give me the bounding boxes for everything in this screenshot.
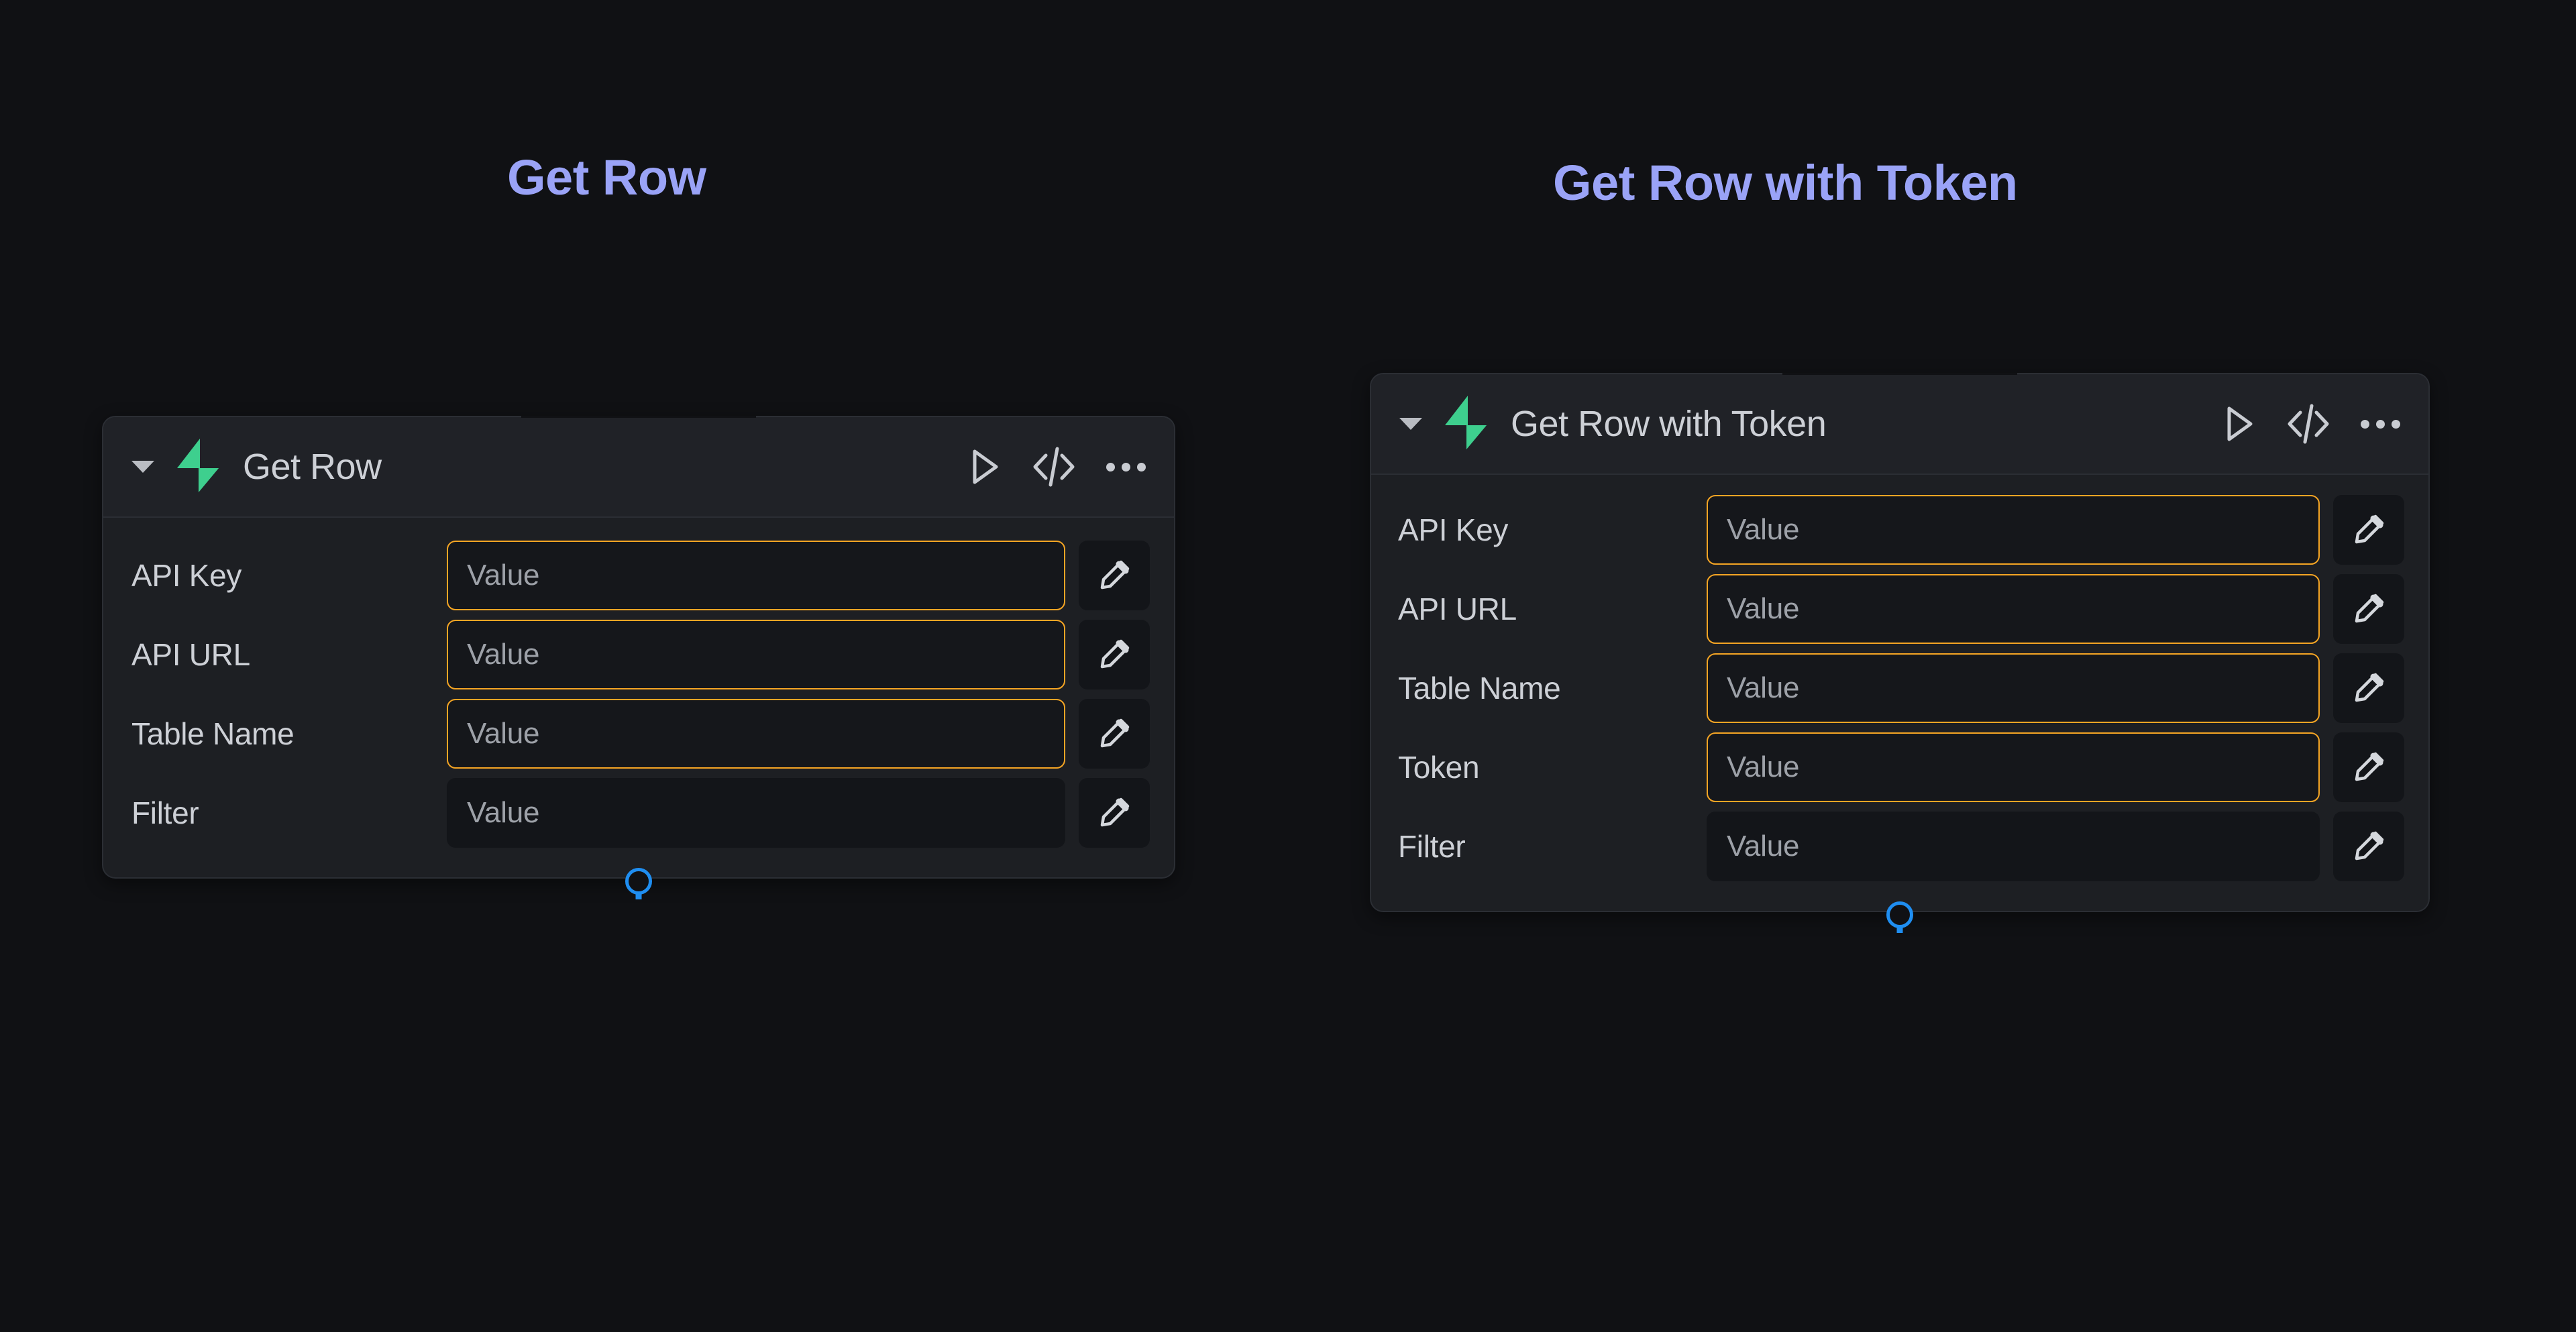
pencil-icon[interactable]: [1079, 778, 1150, 848]
pencil-icon[interactable]: [2333, 732, 2404, 802]
field-row-filter: Filter Value: [131, 778, 1150, 848]
field-placeholder: Value: [1727, 751, 1800, 783]
connection-handle-output[interactable]: [625, 868, 652, 895]
node-header-actions: [2225, 403, 2400, 445]
ellipsis-icon[interactable]: [2361, 419, 2400, 429]
field-row-api-key: API Key Value: [131, 541, 1150, 610]
page-title-right: Get Row with Token: [1553, 155, 2018, 211]
node-card-get-row-with-token[interactable]: Get Row with Token: [1370, 373, 2430, 928]
pencil-icon[interactable]: [1079, 541, 1150, 610]
field-placeholder: Value: [1727, 513, 1800, 546]
field-label: Token: [1398, 750, 1480, 785]
node-fields: API Key Value API URL Value: [1371, 475, 2428, 911]
ellipsis-icon[interactable]: [1106, 462, 1146, 471]
play-icon[interactable]: [2225, 406, 2255, 442]
field-placeholder: Value: [467, 559, 540, 592]
field-row-api-key: API Key Value: [1398, 495, 2404, 565]
page-title-left: Get Row: [507, 150, 706, 205]
node-fields: API Key Value API URL Value: [103, 518, 1174, 877]
field-input-api-key[interactable]: Value: [447, 541, 1065, 610]
field-placeholder: Value: [467, 796, 540, 829]
field-row-table-name: Table Name Value: [1398, 653, 2404, 723]
field-label: API URL: [1398, 592, 1517, 626]
lightning-bolt-icon: [174, 437, 220, 497]
pencil-icon[interactable]: [2333, 653, 2404, 723]
node-card-get-row[interactable]: Get Row: [102, 416, 1175, 895]
code-brackets-icon[interactable]: [2286, 403, 2330, 445]
field-label: Filter: [1398, 829, 1466, 864]
field-row-filter: Filter Value: [1398, 812, 2404, 881]
caret-down-icon[interactable]: [1399, 418, 1422, 430]
node-title: Get Row with Token: [1511, 404, 1827, 444]
field-placeholder: Value: [467, 638, 540, 671]
node-header[interactable]: Get Row with Token: [1371, 374, 2428, 475]
pencil-icon[interactable]: [2333, 495, 2404, 565]
field-input-api-key[interactable]: Value: [1707, 495, 2320, 565]
field-placeholder: Value: [1727, 830, 1800, 863]
field-placeholder: Value: [1727, 671, 1800, 704]
field-row-token: Token Value: [1398, 732, 2404, 802]
field-input-table-name[interactable]: Value: [1707, 653, 2320, 723]
field-input-filter[interactable]: Value: [447, 778, 1065, 848]
node-header[interactable]: Get Row: [103, 417, 1174, 518]
lightning-bolt-icon: [1442, 394, 1488, 454]
field-input-table-name[interactable]: Value: [447, 699, 1065, 769]
connection-handle-output[interactable]: [1886, 901, 1913, 928]
field-placeholder: Value: [467, 717, 540, 750]
field-input-token[interactable]: Value: [1707, 732, 2320, 802]
field-row-api-url: API URL Value: [131, 620, 1150, 689]
field-input-filter[interactable]: Value: [1707, 812, 2320, 881]
pencil-icon[interactable]: [2333, 812, 2404, 881]
field-label: Filter: [131, 795, 199, 830]
field-label: API URL: [131, 637, 250, 672]
field-label: API Key: [1398, 512, 1509, 547]
field-label: Table Name: [1398, 671, 1561, 706]
node-header-actions: [971, 446, 1146, 488]
field-placeholder: Value: [1727, 592, 1800, 625]
field-input-api-url[interactable]: Value: [447, 620, 1065, 689]
field-row-api-url: API URL Value: [1398, 574, 2404, 644]
pencil-icon[interactable]: [1079, 620, 1150, 689]
code-brackets-icon[interactable]: [1031, 446, 1075, 488]
play-icon[interactable]: [971, 449, 1000, 485]
node-title: Get Row: [243, 447, 382, 487]
field-label: Table Name: [131, 716, 294, 751]
field-input-api-url[interactable]: Value: [1707, 574, 2320, 644]
field-row-table-name: Table Name Value: [131, 699, 1150, 769]
field-label: API Key: [131, 558, 242, 593]
caret-down-icon[interactable]: [131, 461, 154, 473]
pencil-icon[interactable]: [2333, 574, 2404, 644]
pencil-icon[interactable]: [1079, 699, 1150, 769]
